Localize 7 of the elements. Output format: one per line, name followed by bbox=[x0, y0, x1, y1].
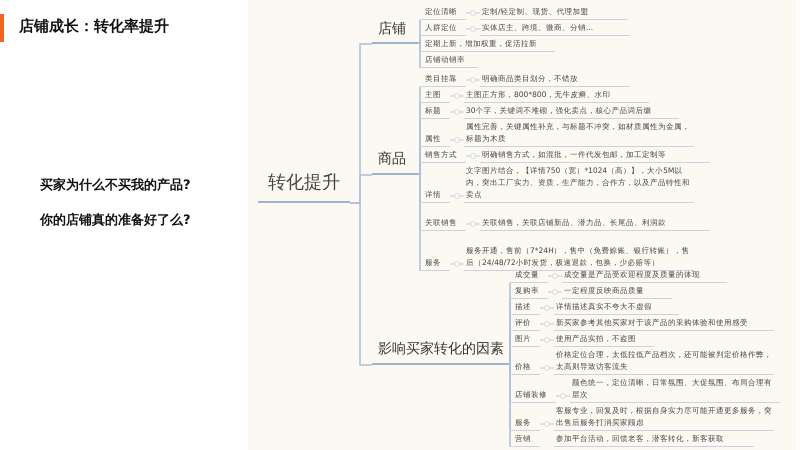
branch-topic: 商品 bbox=[372, 150, 418, 175]
question-text: 你的店铺真的准备好了么? bbox=[40, 212, 191, 229]
page-title: 店铺成长：转化率提升 bbox=[19, 17, 169, 36]
central-topic: 转化提升 bbox=[258, 170, 350, 203]
question-text: 买家为什么不买我的产品? bbox=[40, 176, 191, 194]
branch-topic: 店铺 bbox=[372, 20, 418, 44]
branch-topic: 影响买家转化的因素 bbox=[372, 340, 508, 365]
